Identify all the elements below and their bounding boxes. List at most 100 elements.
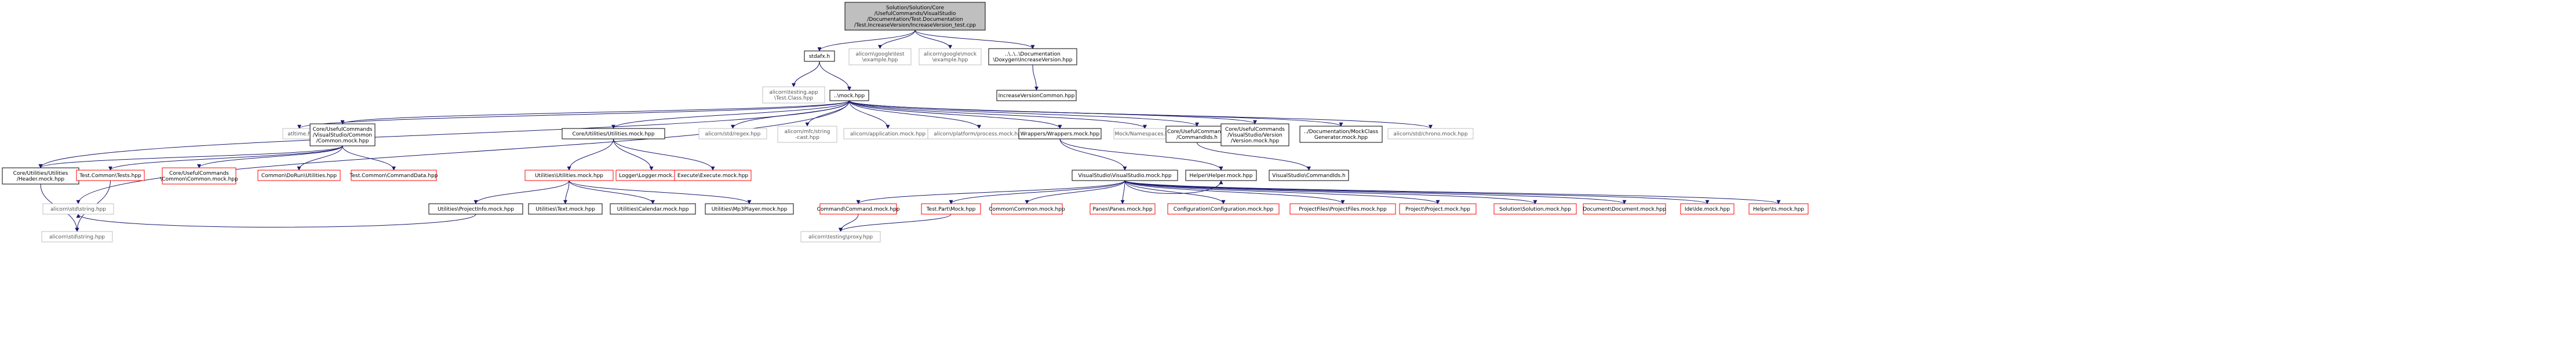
node-label: alicorn\testing.app (769, 90, 818, 95)
node-std_string[interactable]: alicorn\std\string.hpp (42, 203, 114, 215)
edge-visualstudio_mock-to-configuration_mock (1124, 180, 1226, 204)
node-calendar_mock[interactable]: Utilities\Calendar.mock.hpp (610, 203, 696, 215)
edge-utilities_mock-to-execute_mock (613, 138, 715, 171)
node-incver_common[interactable]: IncreaseVersionCommon.hpp (996, 90, 1077, 101)
node-execute_mock[interactable]: Execute\Execute.mock.hpp (674, 170, 752, 181)
node-label: Core/Utilities/Utilities (13, 171, 68, 177)
node-label: /Version.mock.hpp (1231, 138, 1280, 144)
node-helper_ts_mock[interactable]: Helper\ts.mock.hpp (1748, 203, 1809, 215)
node-ide_mock[interactable]: Ide\Ide.mock.hpp (1680, 203, 1735, 215)
node-common_common_mock[interactable]: Core/UsefulCommands\Common\Common.mock.h… (160, 167, 238, 185)
node-box (1220, 123, 1289, 146)
node-label: Test.Part\Mock.hpp (926, 207, 976, 212)
node-box (1269, 170, 1349, 181)
node-utilities_utilities_mock[interactable]: Utilities\Utilities.mock.hpp (524, 170, 614, 181)
node-command_mock[interactable]: Command\Command.mock.hpp (817, 203, 900, 215)
node-testing_proxy[interactable]: alicorn\testing\proxy.hpp (800, 231, 881, 243)
node-box (762, 86, 825, 104)
edge-mock_hpp-to-application_mock (849, 100, 890, 129)
node-layer: Solution/Solution/Core/UsefulCommands/Vi… (2, 2, 1809, 243)
node-mfc_string[interactable]: alicorn/mfc/string-cast.hpp (777, 126, 837, 143)
node-root[interactable]: Solution/Solution/Core/UsefulCommands/Vi… (844, 2, 986, 31)
node-std_chrono[interactable]: alicorn/std/chrono.mock.hpp (1387, 128, 1474, 139)
node-label: Ide\Ide.mock.hpp (1685, 207, 1730, 212)
node-common_mock[interactable]: Core/UsefulCommands/VisualStudio/Common/… (309, 123, 376, 146)
node-commandids[interactable]: Core/UsefulCommands/CommandIds.h (1165, 126, 1229, 143)
edge-visualstudio_mock-to-partmock (949, 180, 1125, 204)
node-box (428, 203, 523, 215)
node-panes_mock[interactable]: Panes\Panes.mock.hpp (1090, 203, 1156, 215)
node-mockclass_gen[interactable]: ../Documentation/MockClassGenerator.mock… (1299, 126, 1383, 143)
node-label: Core/UsefulCommands (313, 127, 373, 133)
node-std_regex[interactable]: alicorn/std/regex.hpp (698, 128, 767, 139)
edge-utilities_utilities_mock-to-mp3player_mock (569, 180, 752, 204)
node-visualstudio_mock[interactable]: VisualStudio\VisualStudio.mock.hpp (1072, 170, 1178, 181)
node-label: Utilities\Utilities.mock.hpp (535, 173, 603, 179)
node-box (1167, 203, 1280, 215)
node-label: Helper\ts.mock.hpp (1753, 207, 1805, 212)
node-stdafx[interactable]: stdafx.h (804, 50, 835, 62)
node-test_common_tests[interactable]: Test.Common\Tests.hpp (76, 170, 145, 181)
edge-doxygen_incver-to-incver_common (1032, 64, 1039, 91)
edge-mock_hpp-to-commandids (849, 100, 1199, 127)
edge-visualstudio_mock-to-solution_mock (1124, 180, 1537, 204)
node-projectfiles_mock[interactable]: ProjectFiles\ProjectFiles.mock.hpp (1289, 203, 1396, 215)
node-label: /UsefulCommands/VisualStudio (875, 11, 956, 17)
node-project_mock[interactable]: Project\Project.mock.hpp (1399, 203, 1477, 215)
node-label: Mock/Namespaces.hpp (1114, 131, 1175, 137)
node-box (528, 203, 603, 215)
node-gtest_example[interactable]: alicorn\google\test\example.hpp (848, 48, 912, 65)
node-document_mock[interactable]: Document\Document.mock.hpp (1583, 203, 1666, 215)
node-box (1165, 126, 1229, 143)
node-application_mock[interactable]: alicorn/application.mock.hpp (843, 128, 932, 139)
node-box (988, 48, 1077, 65)
node-vs_commandids[interactable]: VisualStudio\CommandIds.h (1269, 170, 1349, 181)
node-label: alicorn\testing\proxy.hpp (808, 234, 873, 240)
edge-commandids-to-vs_commandids (1197, 142, 1311, 171)
node-box (257, 170, 341, 181)
node-box (1299, 126, 1383, 143)
edge-common_mock-to-test_common_cmddata (342, 145, 396, 171)
node-text_mock[interactable]: Utilities\Text.mock.hpp (528, 203, 603, 215)
node-dorun_utilities[interactable]: Common\DoRun\Utilities.hpp (257, 170, 341, 181)
node-label: Panes\Panes.mock.hpp (1092, 207, 1153, 212)
node-common_common_mock2[interactable]: Common\Common.mock.hpp (989, 203, 1065, 215)
edge-utilities_utilities_mock-to-calendar_mock (569, 180, 655, 204)
node-label: ..\..\..\Documentation (1005, 52, 1061, 57)
edge-visualstudio_mock-to-common_common_mock2 (1025, 180, 1125, 204)
node-configuration_mock[interactable]: Configuration\Configuration.mock.hpp (1167, 203, 1280, 215)
node-version_mock[interactable]: Core/UsefulCommands/VisualStudio/Version… (1220, 123, 1289, 146)
node-solution_mock[interactable]: Solution\Solution.mock.hpp (1493, 203, 1577, 215)
edge-mock_hpp-to-utilities_mock (611, 100, 850, 129)
edge-visualstudio_mock-to-panes_mock (1120, 180, 1125, 204)
node-platform_process[interactable]: alicorn/platform/process.mock.hpp (927, 128, 1031, 139)
node-test_common_cmddata[interactable]: Test.Common\CommandData.hpp (349, 170, 438, 181)
edge-partmock-to-testing_proxy (839, 214, 952, 232)
node-testing_app[interactable]: alicorn\testing.app\Test.Class.hpp (762, 86, 825, 104)
edge-visualstudio_mock-to-helper_ts_mock (1124, 180, 1781, 204)
edge-layer (38, 30, 1781, 232)
node-label: Core/UsefulCommands (1225, 127, 1285, 133)
node-partmock[interactable]: Test.Part\Mock.hpp (921, 203, 981, 215)
node-mp3player_mock[interactable]: Utilities\Mp3Player.mock.hpp (705, 203, 794, 215)
node-header_mock[interactable]: Core/Utilities/Utilities/Header.mock.hpp (2, 167, 79, 185)
node-label: Solution/Solution/Core (886, 5, 945, 11)
node-label: Wrappers/Wrappers.mock.hpp (1021, 131, 1100, 137)
node-mock_hpp[interactable]: ..\mock.hpp (829, 90, 869, 101)
node-label: /Test.IncreaseVersion/IncreaseVersion_te… (854, 23, 976, 28)
node-label: Generator.mock.hpp (1314, 135, 1368, 141)
node-utilities_mock[interactable]: Core/Utilities/Utilities.mock.hpp (562, 128, 665, 139)
node-std_string_hpp[interactable]: alicorn\std\string.hpp (41, 231, 113, 243)
node-projectinfo_mock[interactable]: Utilities\ProjectInfo.mock.hpp (428, 203, 523, 215)
node-label: alicorn/mfc/string (784, 129, 830, 135)
node-gmock_example[interactable]: alicorn\google\mock\example.hpp (919, 48, 982, 65)
edge-utilities_mock-to-logger_mock (613, 138, 654, 171)
node-wrappers_mock[interactable]: Wrappers/Wrappers.mock.hpp (1018, 128, 1102, 139)
node-label: alicorn\google\mock (924, 52, 977, 57)
node-box (1493, 203, 1577, 215)
node-label: ../Documentation/MockClass (1304, 129, 1379, 135)
node-doxygen_incver[interactable]: ..\..\..\Documentation\Doxygen\IncreaseV… (988, 48, 1077, 65)
node-box (1185, 170, 1257, 181)
node-helper_mock[interactable]: Helper\Helper.mock.hpp (1185, 170, 1257, 181)
edge-common_mock-to-common_common_mock (197, 145, 343, 168)
